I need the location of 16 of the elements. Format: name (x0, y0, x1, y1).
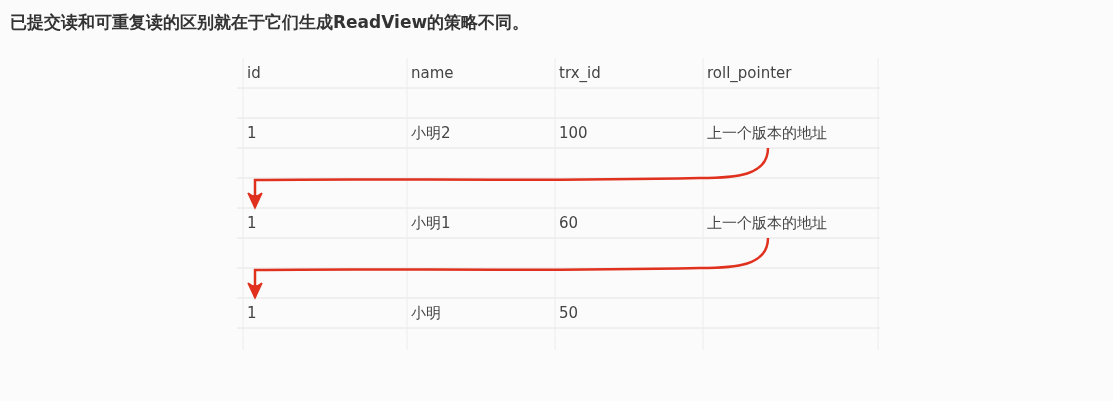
table-cell-text: 上一个版本的地址 (707, 214, 827, 232)
table-cell-text: 60 (559, 214, 579, 232)
table-cell-text: 上一个版本的地址 (707, 124, 827, 142)
column-header: roll_pointer (707, 64, 792, 82)
heading: 已提交读和可重复读的区别就在于它们生成ReadView的策略不同。 (10, 11, 530, 34)
table-cell-text: 1 (247, 124, 257, 142)
table-cell-text: 小明 (411, 304, 441, 322)
table-cell-text: 100 (559, 124, 588, 142)
table-cell-text: 小明2 (411, 124, 451, 142)
column-header: name (411, 64, 454, 82)
table-cell-text: 小明1 (411, 214, 451, 232)
table-cell-text: 1 (247, 304, 257, 322)
table-cell-text: 50 (559, 304, 579, 322)
column-header: trx_id (559, 64, 601, 82)
table-cell-text: 1 (247, 214, 257, 232)
column-header: id (247, 64, 261, 82)
